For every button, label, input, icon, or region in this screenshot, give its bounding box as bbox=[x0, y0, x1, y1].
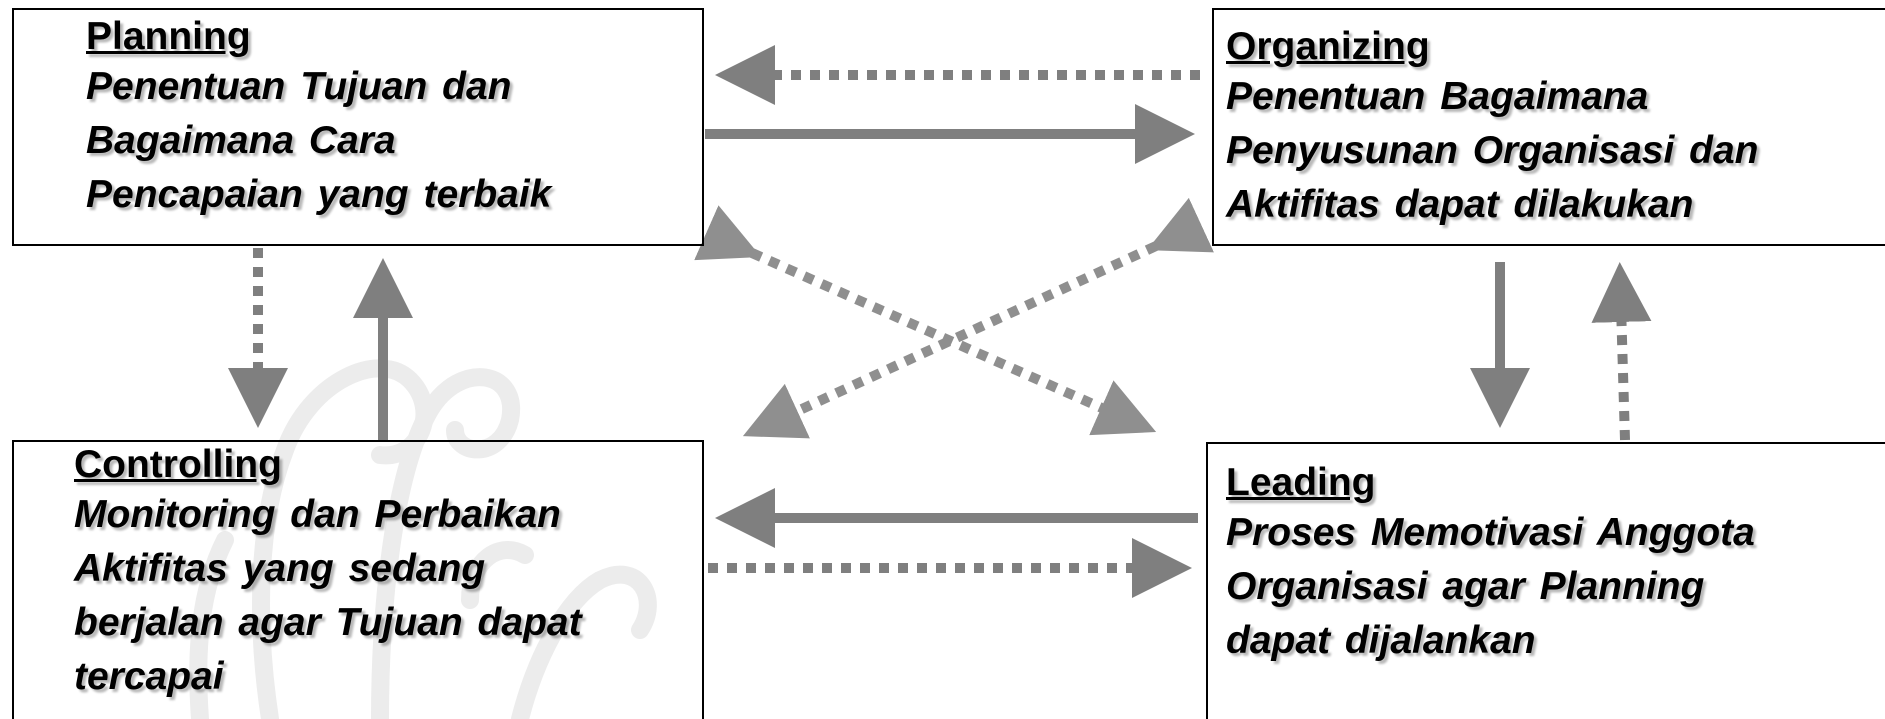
controlling-box: Controlling Monitoring dan Perbaikan Akt… bbox=[12, 440, 704, 719]
planning-title: Planning bbox=[86, 15, 251, 58]
leading-line-1: Proses Memotivasi Anggota bbox=[1226, 511, 1755, 554]
planning-box: Planning Penentuan Tujuan dan Bagaimana … bbox=[12, 8, 704, 246]
organizing-line-1: Penentuan Bagaimana bbox=[1226, 75, 1649, 118]
organizing-box: Organizing Penentuan Bagaimana Penyusuna… bbox=[1212, 8, 1885, 246]
controlling-line-2: Aktifitas yang sedang bbox=[74, 547, 486, 590]
planning-line-3: Pencapaian yang terbaik bbox=[86, 173, 552, 216]
controlling-title: Controlling bbox=[74, 443, 282, 486]
arrow-planning-leading-diagonal-dotted bbox=[694, 205, 1157, 436]
controlling-line-4: tercapai bbox=[74, 655, 224, 698]
arrow-leading-to-organizing-dotted bbox=[1591, 262, 1652, 441]
organizing-title: Organizing bbox=[1226, 25, 1430, 68]
planning-description: Penentuan Tujuan dan Bagaimana Cara Penc… bbox=[86, 60, 702, 222]
planning-line-1: Penentuan Tujuan dan bbox=[86, 65, 512, 108]
organizing-line-3: Aktifitas dapat dilakukan bbox=[1226, 183, 1694, 226]
arrow-organizing-controlling-diagonal-dotted bbox=[742, 197, 1214, 439]
organizing-line-2: Penyusunan Organisasi dan bbox=[1226, 129, 1759, 172]
planning-line-2: Bagaimana Cara bbox=[86, 119, 396, 162]
organizing-description: Penentuan Bagaimana Penyusunan Organisas… bbox=[1226, 70, 1885, 232]
leading-line-3: dapat dijalankan bbox=[1226, 619, 1536, 662]
leading-description: Proses Memotivasi Anggota Organisasi aga… bbox=[1226, 506, 1885, 668]
controlling-line-3: berjalan agar Tujuan dapat bbox=[74, 601, 582, 644]
controlling-line-1: Monitoring dan Perbaikan bbox=[74, 493, 561, 536]
leading-title: Leading bbox=[1226, 461, 1376, 504]
leading-line-2: Organisasi agar Planning bbox=[1226, 565, 1705, 608]
controlling-description: Monitoring dan Perbaikan Aktifitas yang … bbox=[74, 488, 702, 704]
leading-box: Leading Proses Memotivasi Anggota Organi… bbox=[1206, 442, 1885, 719]
